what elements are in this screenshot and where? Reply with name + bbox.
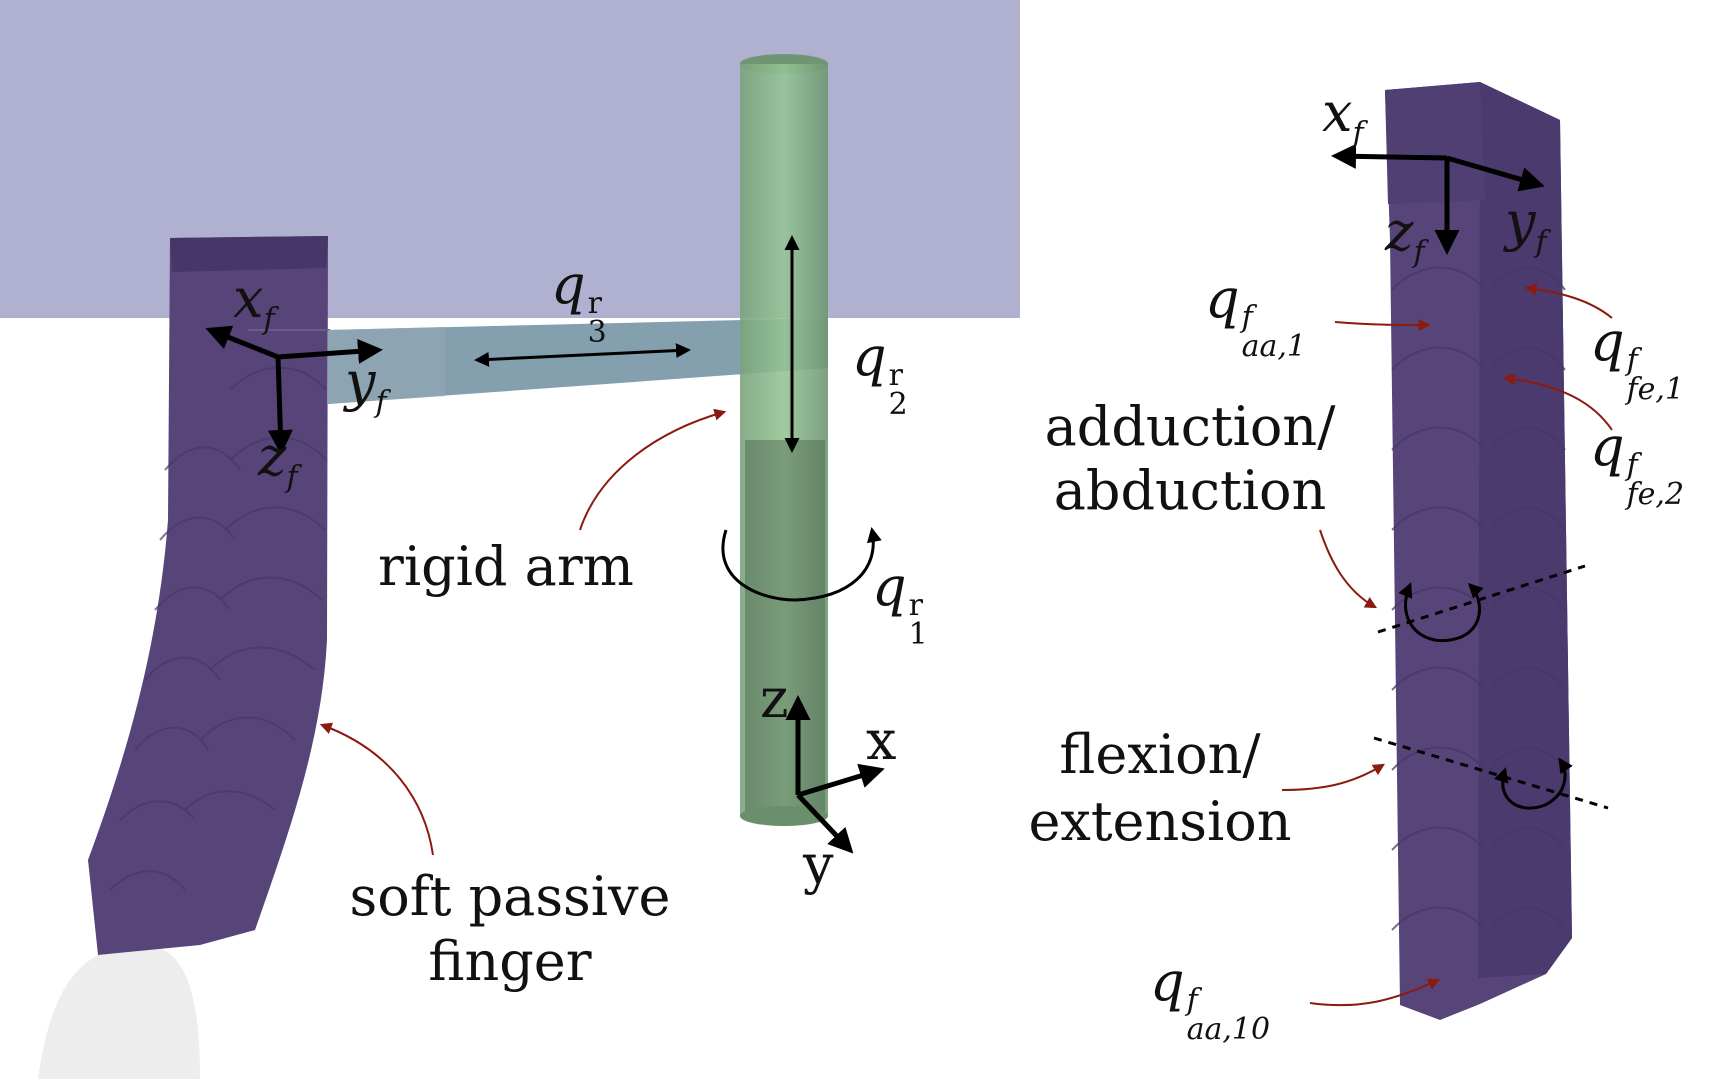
soft-finger-left — [88, 236, 330, 955]
soft-finger-caption-line2: finger — [428, 930, 592, 993]
flexion-caption-line1: flexion/ — [1059, 723, 1261, 786]
flexion-axis — [1373, 736, 1609, 810]
green-cylinder — [740, 54, 828, 826]
soft-finger-caption-line1: soft passive — [349, 865, 671, 928]
right-frame-y-label: yf — [1505, 190, 1547, 260]
table-plane — [0, 0, 1020, 318]
world-y-label: y — [803, 833, 834, 896]
qfe1-pointer — [1524, 283, 1613, 319]
flexion-caption-line2: extension — [1028, 790, 1292, 853]
qfe2-pointer — [1502, 373, 1613, 431]
adduction-caption-line2: abduction — [1053, 459, 1327, 522]
qaa10-pointer — [1309, 978, 1441, 1007]
world-z-label: z — [760, 667, 789, 730]
floor-blob — [38, 944, 200, 1079]
adduction-pointer — [1319, 529, 1378, 609]
left-frame-y-label: yf — [345, 350, 387, 420]
q3-arrow — [474, 343, 691, 367]
right-frame-z-label: zf — [1385, 200, 1425, 270]
left-frame-z-label: zf — [258, 425, 298, 495]
world-axes — [785, 695, 885, 854]
world-x-label: x — [866, 709, 897, 772]
q1-rotation-arrow — [721, 527, 882, 602]
left-finger-frame-axes — [205, 325, 383, 455]
adduction-caption-line1: adduction/ — [1044, 395, 1336, 458]
adduction-rotation-arrow — [1398, 582, 1484, 643]
adduction-axis — [1377, 564, 1586, 634]
right-frame-x-label: xf — [1322, 81, 1364, 151]
soft-finger-right — [1385, 82, 1572, 1020]
soft-finger-pointer — [319, 722, 434, 856]
flexion-pointer — [1281, 763, 1386, 791]
qaa1-pointer — [1334, 318, 1431, 331]
rigid-arm-pointer — [579, 408, 727, 531]
rigid-arm-caption: rigid arm — [378, 535, 634, 598]
flexion-rotation-arrow — [1494, 757, 1573, 810]
left-frame-x-label: xf — [233, 267, 275, 337]
right-finger-frame-axes — [1331, 143, 1545, 255]
